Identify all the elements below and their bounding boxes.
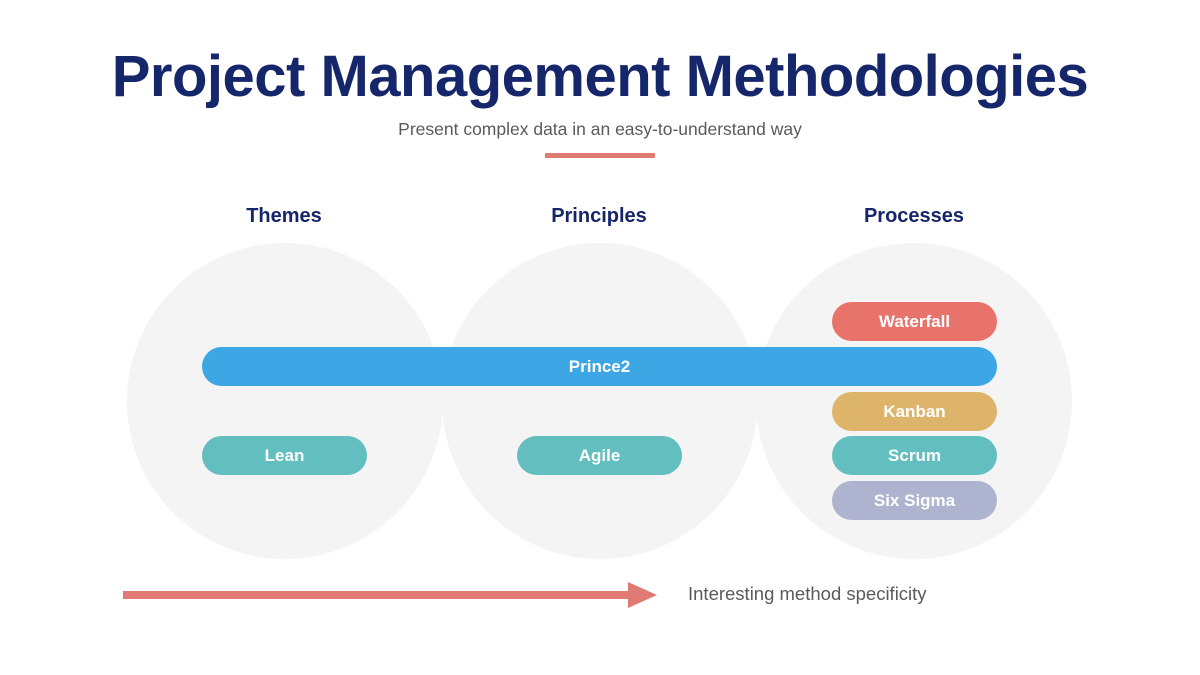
methodology-pill-waterfall[interactable]: Waterfall [832,302,997,341]
arrow-right-icon [123,582,657,608]
methodology-pill-six-sigma[interactable]: Six Sigma [832,481,997,520]
methodology-pill-scrum[interactable]: Scrum [832,436,997,475]
specificity-arrow [123,578,663,612]
page-title: Project Management Methodologies [111,44,1089,109]
venn-diagram [0,243,1200,559]
methodology-pill-prince2[interactable]: Prince2 [202,347,997,386]
venn-circle-principles [442,243,758,559]
methodology-pill-lean[interactable]: Lean [202,436,367,475]
venn-circle-themes [127,243,443,559]
arrow-caption: Interesting method specificity [688,583,927,604]
title-underline-accent [545,153,655,158]
page-subtitle: Present complex data in an easy-to-under… [398,119,802,139]
column-header-processes: Processes [863,205,965,227]
methodology-pill-agile[interactable]: Agile [517,436,682,475]
column-header-principles: Principles [551,205,647,227]
methodology-pill-kanban[interactable]: Kanban [832,392,997,431]
column-header-themes: Themes [246,205,322,227]
